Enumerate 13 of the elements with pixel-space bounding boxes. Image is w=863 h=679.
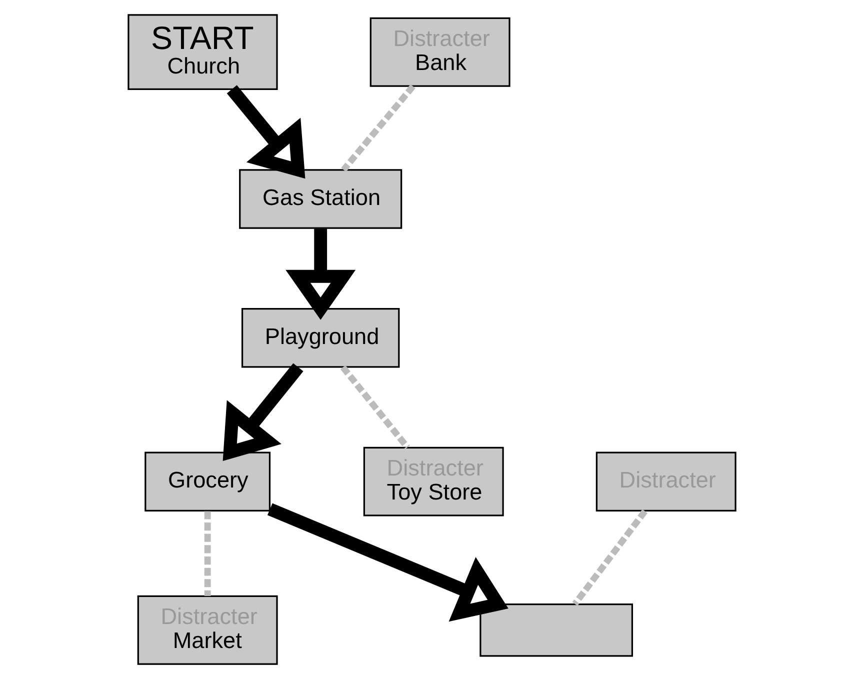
node-box <box>479 603 633 657</box>
connector <box>204 511 210 596</box>
arrow <box>285 228 356 320</box>
node-box: Grocery <box>144 452 270 512</box>
arrow <box>222 363 303 462</box>
connector <box>340 84 415 172</box>
connector <box>572 509 648 606</box>
node-box: Playground <box>240 308 400 368</box>
node-box: START Church <box>127 14 278 90</box>
node-box: Gas Station <box>238 169 402 229</box>
arrow <box>226 85 305 179</box>
arrow <box>266 503 508 622</box>
connector <box>340 365 410 450</box>
